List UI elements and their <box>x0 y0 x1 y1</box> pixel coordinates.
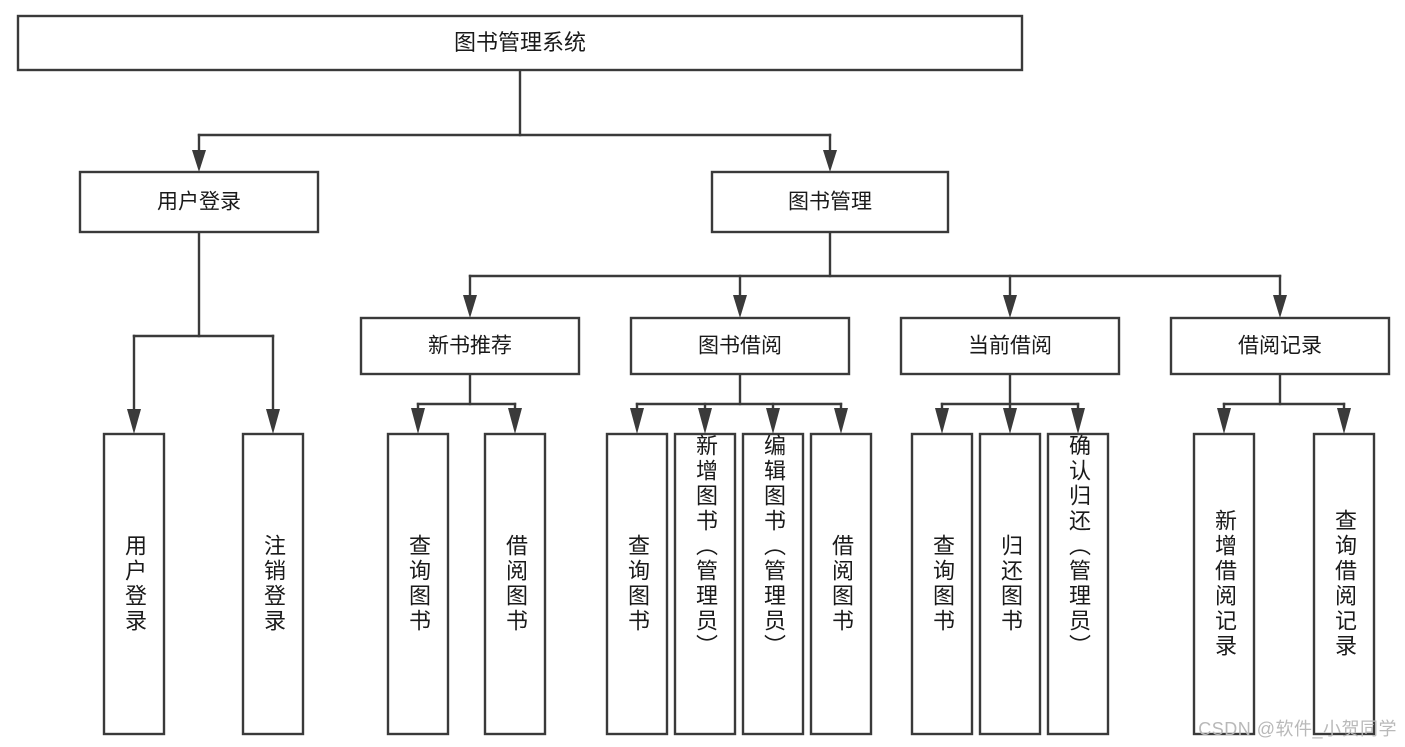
node-leaf-query-book-2-rect[interactable] <box>605 432 669 736</box>
csdn-watermark: CSDN @软件_小贺同学 <box>1198 719 1397 739</box>
arrow-head-leaf-query-record <box>1337 408 1351 434</box>
node-leaf-confirm-return[interactable]: 确认归还（管理员） <box>1048 434 1108 734</box>
node-leaf-user-login-label: 用户登录 <box>121 534 147 634</box>
node-leaf-borrow-book-2-label: 借阅图书 <box>828 534 854 634</box>
node-leaf-logout[interactable]: 注销登录 <box>243 434 303 734</box>
node-user-login-rect[interactable] <box>78 170 320 234</box>
arrow-head-leaf-logout <box>266 409 280 434</box>
node-leaf-query-book-3[interactable]: 查询图书 <box>912 434 972 734</box>
node-leaf-query-book-2-label: 查询图书 <box>624 534 650 634</box>
node-leaf-return-book[interactable]: 归还图书 <box>980 434 1040 734</box>
node-leaf-borrow-book-1-rect[interactable] <box>483 432 547 736</box>
node-borrow-record[interactable]: 借阅记录 <box>1169 316 1391 376</box>
node-leaf-confirm-return-rect[interactable] <box>1046 432 1110 736</box>
arrow-head-user-login <box>192 150 206 172</box>
arrow-head-leaf-user-login <box>127 409 141 434</box>
node-leaf-query-book-3-rect[interactable] <box>910 432 974 736</box>
node-book-borrow-label: 图书借阅 <box>698 335 782 358</box>
node-leaf-logout-label: 注销登录 <box>260 534 286 634</box>
node-leaf-query-book-1-label: 查询图书 <box>405 534 431 634</box>
node-leaf-query-book-3-label: 查询图书 <box>929 534 955 634</box>
arrow-head-leaf-return-book <box>1003 408 1017 434</box>
arrow-head-leaf-confirm-return <box>1071 408 1085 434</box>
node-leaf-return-book-rect[interactable] <box>978 432 1042 736</box>
node-leaf-add-book-rect[interactable] <box>673 432 737 736</box>
node-root[interactable]: 图书管理系统 <box>16 14 1024 72</box>
node-user-login[interactable]: 用户登录 <box>78 170 320 234</box>
arrow-head-leaf-add-book <box>698 408 712 434</box>
arrow-head-leaf-query-book-1 <box>411 408 425 434</box>
node-borrow-record-rect[interactable] <box>1169 316 1391 376</box>
node-leaf-add-record-label: 新增借阅记录 <box>1211 509 1237 659</box>
node-leaf-edit-book[interactable]: 编辑图书（管理员） <box>743 434 803 734</box>
node-leaf-query-book-1[interactable]: 查询图书 <box>388 434 448 734</box>
node-leaf-add-record[interactable]: 新增借阅记录 <box>1194 434 1254 734</box>
arrow-head-book-borrow <box>733 295 747 318</box>
arrow-head-new-book-recommend <box>463 295 477 318</box>
arrow-head-leaf-query-book-2 <box>630 408 644 434</box>
node-leaf-query-record-label: 查询借阅记录 <box>1331 509 1357 659</box>
node-current-borrow-rect[interactable] <box>899 316 1121 376</box>
node-book-manage-label: 图书管理 <box>788 191 872 214</box>
node-leaf-borrow-book-1[interactable]: 借阅图书 <box>485 434 545 734</box>
node-current-borrow-label: 当前借阅 <box>968 335 1052 358</box>
node-book-manage-rect[interactable] <box>710 170 950 234</box>
arrow-head-current-borrow <box>1003 295 1017 318</box>
node-leaf-query-record-rect[interactable] <box>1312 432 1376 736</box>
node-leaf-user-login-rect[interactable] <box>102 432 166 736</box>
node-leaf-edit-book-rect[interactable] <box>741 432 805 736</box>
leaf-rect-layer <box>102 432 1376 736</box>
node-leaf-query-book-2[interactable]: 查询图书 <box>607 434 667 734</box>
node-new-book-recommend[interactable]: 新书推荐 <box>359 316 581 376</box>
node-leaf-logout-rect[interactable] <box>241 432 305 736</box>
connector-layer <box>127 68 1351 434</box>
node-leaf-query-book-1-rect[interactable] <box>386 432 450 736</box>
node-leaf-return-book-label: 归还图书 <box>997 534 1023 634</box>
node-leaf-add-book[interactable]: 新增图书（管理员） <box>675 434 735 734</box>
node-current-borrow[interactable]: 当前借阅 <box>899 316 1121 376</box>
node-user-login-label: 用户登录 <box>157 191 241 214</box>
node-leaf-borrow-book-1-label: 借阅图书 <box>502 534 528 634</box>
arrow-head-leaf-add-record <box>1217 408 1231 434</box>
node-new-book-recommend-label: 新书推荐 <box>428 335 512 358</box>
node-new-book-recommend-rect[interactable] <box>359 316 581 376</box>
node-root-rect[interactable] <box>16 14 1024 72</box>
arrow-head-book-manage <box>823 150 837 172</box>
node-book-manage[interactable]: 图书管理 <box>710 170 950 234</box>
node-leaf-edit-book-label: 编辑图书（管理员） <box>760 434 786 659</box>
node-root-label: 图书管理系统 <box>454 30 586 55</box>
node-leaf-borrow-book-2[interactable]: 借阅图书 <box>811 434 871 734</box>
node-leaf-user-login[interactable]: 用户登录 <box>104 434 164 734</box>
node-leaf-borrow-book-2-rect[interactable] <box>809 432 873 736</box>
arrow-head-borrow-record <box>1273 295 1287 318</box>
node-leaf-query-record[interactable]: 查询借阅记录 <box>1314 434 1374 734</box>
node-leaf-confirm-return-label: 确认归还（管理员） <box>1065 434 1091 659</box>
arrow-head-leaf-query-book-3 <box>935 408 949 434</box>
node-leaf-add-record-rect[interactable] <box>1192 432 1256 736</box>
node-book-borrow-rect[interactable] <box>629 316 851 376</box>
node-book-borrow[interactable]: 图书借阅 <box>629 316 851 376</box>
node-leaf-add-book-label: 新增图书（管理员） <box>692 434 718 659</box>
arrow-head-leaf-borrow-book-1 <box>508 408 522 434</box>
arrow-head-leaf-borrow-book-2 <box>834 408 848 434</box>
arrow-head-leaf-edit-book <box>766 408 780 434</box>
node-borrow-record-label: 借阅记录 <box>1238 335 1322 358</box>
